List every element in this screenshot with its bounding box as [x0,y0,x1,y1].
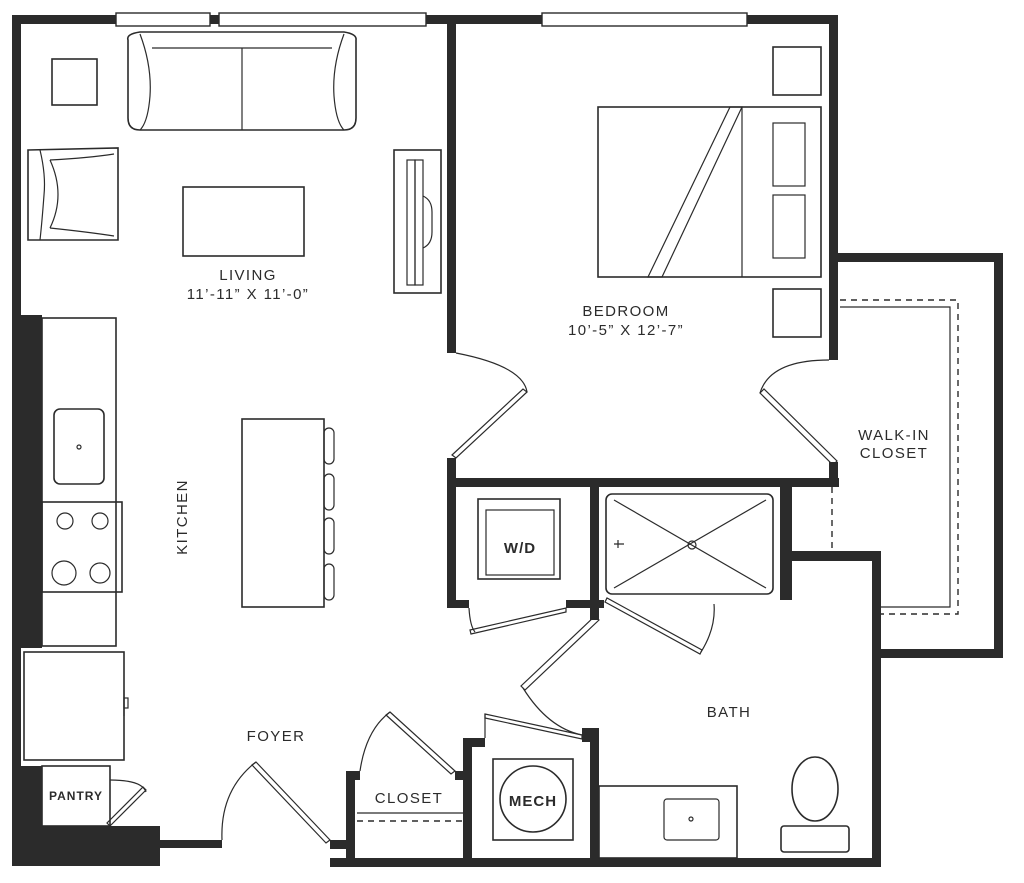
tv-console [393,149,442,294]
washer-dryer [477,498,561,580]
pantry-box [41,765,111,827]
room-labels: LIVING 11’-11” X 11’-0” BEDROOM 10’-5” X… [49,267,930,810]
wd-label: W/D [504,540,536,557]
sofa [126,31,357,131]
walls [12,15,1003,867]
side-table [51,58,98,106]
walkin-shelving [831,299,959,615]
vanity [598,785,738,859]
nightstand-bottom [772,288,822,338]
bath-fixtures [598,493,850,859]
living-label: LIVING [219,267,277,284]
shower [605,493,774,595]
kitchen-label: KITCHEN [174,479,191,555]
mech-unit [492,758,574,841]
mech-label: MECH [509,793,557,810]
bedroom-dims: 10’-5” X 12’-7” [568,322,684,339]
fridge [23,651,129,761]
bath-label: BATH [707,704,752,721]
living-furniture [27,31,442,294]
sink [53,408,105,485]
cooktop [41,501,123,593]
bed [597,106,822,278]
living-dims: 11’-11” X 11’-0” [187,286,309,303]
coffee-table [182,186,305,257]
closet-label: CLOSET [375,790,443,807]
walkin-label-line1: WALK-IN [858,427,930,444]
pantry-label: PANTRY [49,789,103,803]
kitchen-fixtures [23,317,335,827]
walkin-label-line2: CLOSET [860,445,928,462]
nightstand-top [772,46,822,96]
armchair [27,147,119,241]
doors [106,352,838,844]
foyer-label: FOYER [247,728,306,745]
counter [41,317,117,647]
bedroom-furniture [597,46,822,338]
bedroom-label: BEDROOM [582,303,669,320]
toilet [780,756,850,853]
windows [115,12,748,27]
island [241,418,335,608]
